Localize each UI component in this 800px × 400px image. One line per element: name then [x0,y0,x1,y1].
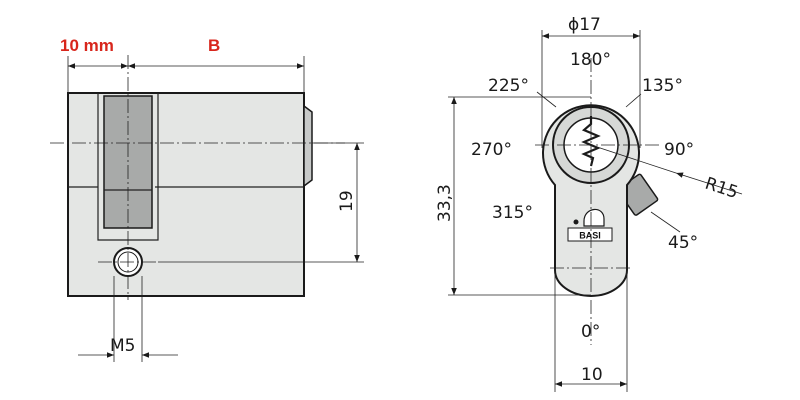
brand-box [567,227,613,242]
logo-dot [573,219,579,225]
dim-line-r15 [675,172,743,195]
label-r15: R15 [702,174,740,203]
label-angle-90: 90° [664,140,694,160]
front-view: BASI ϕ17 33,3 10 R15 180° 225° 135° [435,15,743,392]
label-angle-270: 270° [471,140,512,160]
brand-text: BASI [579,231,601,241]
label-angle-0: 0° [581,322,600,342]
label-diameter-17: ϕ17 [568,15,601,35]
label-b: B [208,36,220,55]
label-angle-315: 315° [492,203,533,223]
side-view: 10 mm B 19 M5 [50,36,364,362]
label-angle-225: 225° [488,76,529,96]
label-angle-180: 180° [570,50,611,70]
label-19: 19 [337,190,357,212]
angle-135-leader [625,93,642,108]
label-33-3: 33,3 [435,184,455,222]
basi-logo: BASI [567,208,613,242]
label-10mm: 10 mm [60,36,114,55]
label-angle-135: 135° [642,76,683,96]
plug-end-cap [303,104,313,188]
angle-225-leader [536,91,557,108]
label-angle-45: 45° [668,233,698,253]
label-width-10: 10 [581,365,603,385]
keyway-icon [581,116,601,167]
angle-45-leader [650,211,681,233]
radius-line [590,144,677,174]
lock-logo-icon [583,208,605,227]
label-m5: M5 [110,336,135,356]
